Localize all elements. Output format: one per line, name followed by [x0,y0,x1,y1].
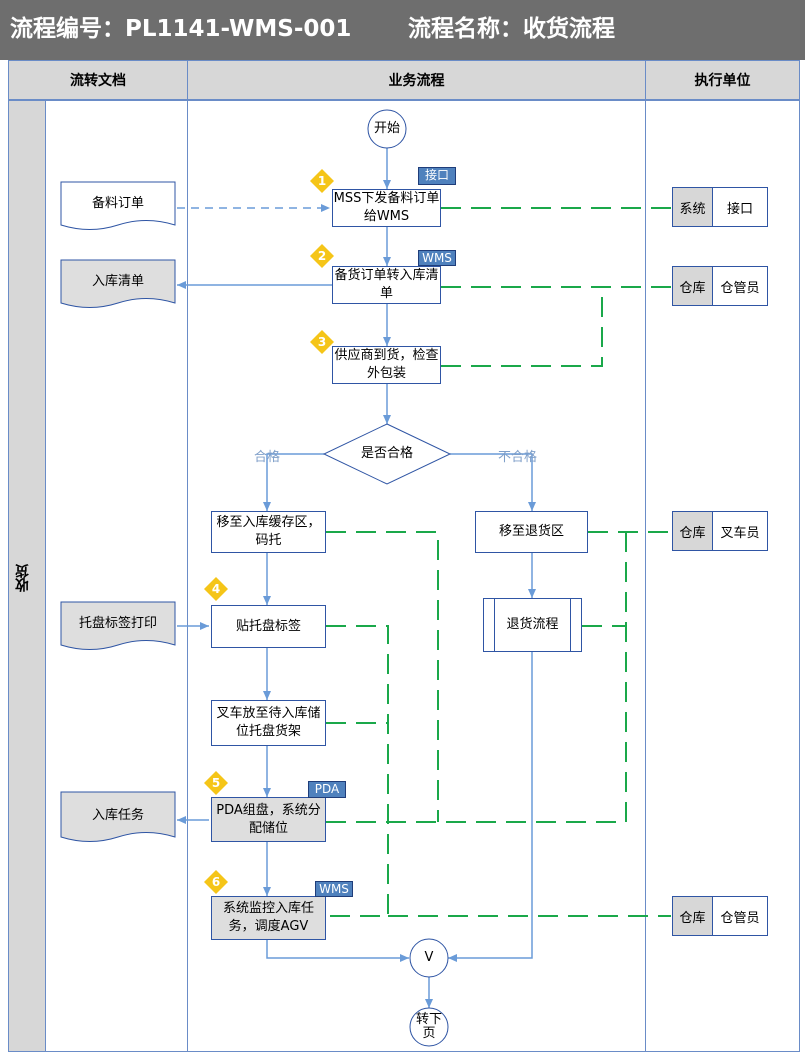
phase-column [8,100,46,1052]
doc-inbound-list-label: 入库清单 [91,274,144,289]
process-supplier-arrival: 供应商到货，检查外包装 [332,346,441,384]
column-header-unit: 执行单位 [645,60,800,100]
tag-pda: PDA [308,781,346,798]
start-circle [367,109,407,149]
decision-label: 是否合格 [360,446,413,461]
next-page-circle [409,1007,449,1047]
swimlane-body [8,100,800,1052]
process-move-cache: 移至入库缓存区，码托 [211,511,326,553]
doc-pallet-label-print: 托盘标签打印 [78,616,157,631]
doc-shape-1 [60,181,176,230]
lane-divider-left [187,100,188,1052]
step-number-4: 4 [211,582,221,596]
responsibility-lines [326,207,671,917]
unit-warehouse-keeper-2: 仓库 仓管员 [672,896,768,936]
process-name-title: 流程名称：收货流程 [408,16,615,42]
unit-dept: 仓库 [673,512,713,550]
fail-label: 不合格 [498,450,538,465]
process-mss-order: MSS下发备料订单给WMS [332,189,441,227]
column-header-docs: 流转文档 [8,60,188,100]
next-page-label: 转下页 [415,1012,442,1041]
process-id-title: 流程编号：PL1141-WMS-001 [10,16,352,42]
connector-label: V [424,950,434,965]
doc-inbound-task-label: 入库任务 [91,808,144,823]
unit-role: 仓管员 [720,910,760,926]
process-monitor-agv: 系统监控入库任务，调度AGV [211,896,326,940]
connector-circle [409,938,449,978]
tag-wms-1: WMS [418,250,456,266]
doc-shape-2 [60,259,176,308]
title-bar: 流程编号：PL1141-WMS-001 流程名称：收货流程 [0,0,805,60]
subprocess-return: 退货流程 [483,598,582,652]
unit-system-interface: 系统 接口 [672,187,768,227]
start-label: 开始 [373,121,400,136]
lane-divider-right [645,100,646,1052]
unit-dept: 系统 [673,188,713,226]
column-header-flow: 业务流程 [187,60,646,100]
process-forklift: 叉车放至待入库储位托盘货架 [211,700,326,746]
unit-role: 仓管员 [720,280,760,296]
process-attach-label: 贴托盘标签 [211,605,326,648]
unit-role: 叉车员 [720,525,760,541]
tag-interface: 接口 [418,167,456,185]
unit-warehouse-forklift: 仓库 叉车员 [672,511,768,551]
step-number-3: 3 [317,335,327,349]
unit-warehouse-keeper: 仓库 仓管员 [672,266,768,306]
doc-shape-4 [60,791,176,842]
doc-shape-3 [60,601,176,650]
process-pda-pallet: PDA组盘，系统分配储位 [211,797,326,842]
step-number-1: 1 [317,174,327,188]
process-order-convert: 备货订单转入库清单 [332,266,441,304]
unit-dept: 仓库 [673,267,713,305]
step-number-2: 2 [317,249,327,263]
process-move-return: 移至退货区 [475,511,588,553]
step-number-6: 6 [211,875,221,889]
unit-role: 接口 [726,201,753,217]
pass-label: 合格 [254,450,281,465]
unit-dept: 仓库 [673,897,713,935]
step-number-5: 5 [211,776,221,790]
doc-order-label: 备料订单 [91,196,144,211]
tag-wms-2: WMS [315,881,353,897]
step-markers [204,169,334,894]
decision-diamond [322,423,452,485]
flow-arrows [177,148,536,1008]
